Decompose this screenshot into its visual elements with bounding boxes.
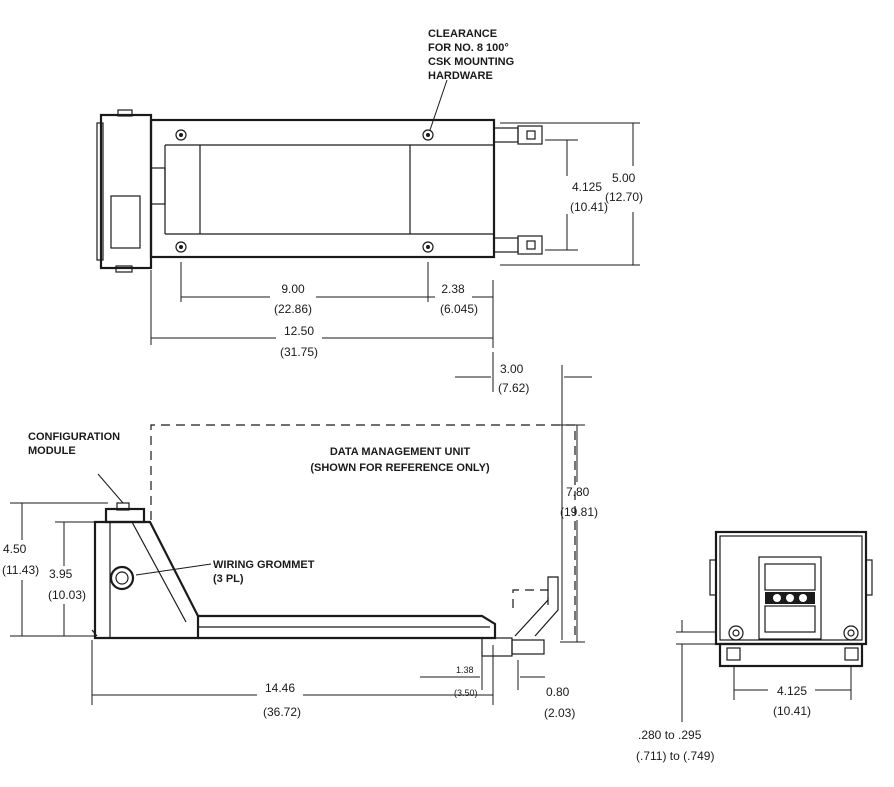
top-view-front-housing <box>99 113 153 270</box>
dim-900-in: 9.00 <box>281 282 305 296</box>
dim-4125-end-in: 4.125 <box>777 684 807 698</box>
dim-780-in: 7.80 <box>566 485 590 499</box>
dim-138-in: 1.38 <box>456 665 474 675</box>
dim-780-cm: (19.81) <box>560 505 598 519</box>
side-view-hold-down-arm <box>514 576 559 637</box>
end-view <box>709 530 873 668</box>
top-view-front-plate <box>96 122 104 261</box>
dim-280-in: .280 to .295 <box>638 728 702 742</box>
dim-500-cm: (12.70) <box>605 190 643 204</box>
dim-395-in: 3.95 <box>49 567 73 581</box>
dim-300-cm: (7.62) <box>498 381 529 395</box>
dmu-note-line-2: (SHOWN FOR REFERENCE ONLY) <box>310 462 490 474</box>
top-view-rear-hooks <box>493 125 543 255</box>
dim-138-cm: (3.50) <box>454 688 478 698</box>
dim-300-in: 3.00 <box>500 362 524 376</box>
end-view-dimensions <box>676 620 852 722</box>
end-view-base <box>718 642 864 668</box>
top-view-mounting-holes <box>175 129 434 253</box>
dim-450-cm: (11.43) <box>2 563 39 577</box>
end-view-connector-plate <box>758 556 822 640</box>
dim-238-in: 2.38 <box>441 282 465 296</box>
dim-280-cm: (.711) to (.749) <box>636 749 714 763</box>
config-module-note-line-1: CONFIGURATION <box>28 431 120 443</box>
configuration-module-shape <box>104 507 146 524</box>
dmu-note-line-1: DATA MANAGEMENT UNIT <box>330 446 471 458</box>
dim-1446-in: 14.46 <box>265 681 295 695</box>
side-view-dimensions <box>10 352 592 705</box>
wiring-grommet-shape <box>109 565 135 591</box>
top-view-front-window <box>110 195 141 249</box>
top-view-front-tab-bottom <box>115 265 133 273</box>
grommet-note-line-1: WIRING GROMMET <box>213 559 315 571</box>
dim-1250-in: 12.50 <box>284 324 314 338</box>
end-view-housing <box>714 530 868 646</box>
side-view-rear-hook-base <box>481 637 513 657</box>
top-view-tray-frame <box>149 118 496 259</box>
dim-900-cm: (22.86) <box>274 302 312 316</box>
dim-4125-top-in: 4.125 <box>572 180 602 194</box>
grommet-note-line-2: (3 PL) <box>213 573 244 585</box>
top-view-latch-block <box>150 167 166 205</box>
clearance-note-line-2: FOR NO. 8 100° <box>428 42 509 54</box>
top-view-dimensions <box>150 122 640 348</box>
dim-450-in: 4.50 <box>3 542 27 556</box>
clearance-note-line-1: CLEARANCE <box>428 28 497 40</box>
dmu-reference-outline <box>150 424 576 640</box>
top-view <box>96 79 543 273</box>
side-view-rear-hook <box>511 639 545 655</box>
clearance-leader <box>429 79 448 131</box>
config-module-leader <box>97 473 124 504</box>
clearance-note-line-3: CSK MOUNTING <box>428 56 514 68</box>
dim-395-cm: (10.03) <box>48 588 86 602</box>
dim-080-cm: (2.03) <box>544 706 575 720</box>
dim-500-in: 5.00 <box>612 171 636 185</box>
dim-1250-cm: (31.75) <box>280 345 318 359</box>
dim-4125-end-cm: (10.41) <box>773 704 811 718</box>
config-module-note-line-2: MODULE <box>28 445 76 457</box>
side-view <box>91 424 576 657</box>
side-view-base-rail <box>198 614 497 640</box>
top-view-front-tab <box>117 109 133 117</box>
dim-080-in: 0.80 <box>546 685 570 699</box>
grommet-leader <box>135 563 212 576</box>
dim-4125-top-cm: (10.41) <box>570 200 608 214</box>
dim-1446-cm: (36.72) <box>263 705 301 719</box>
clearance-note-line-4: HARDWARE <box>428 70 493 82</box>
dim-238-cm: (6.045) <box>440 302 478 316</box>
